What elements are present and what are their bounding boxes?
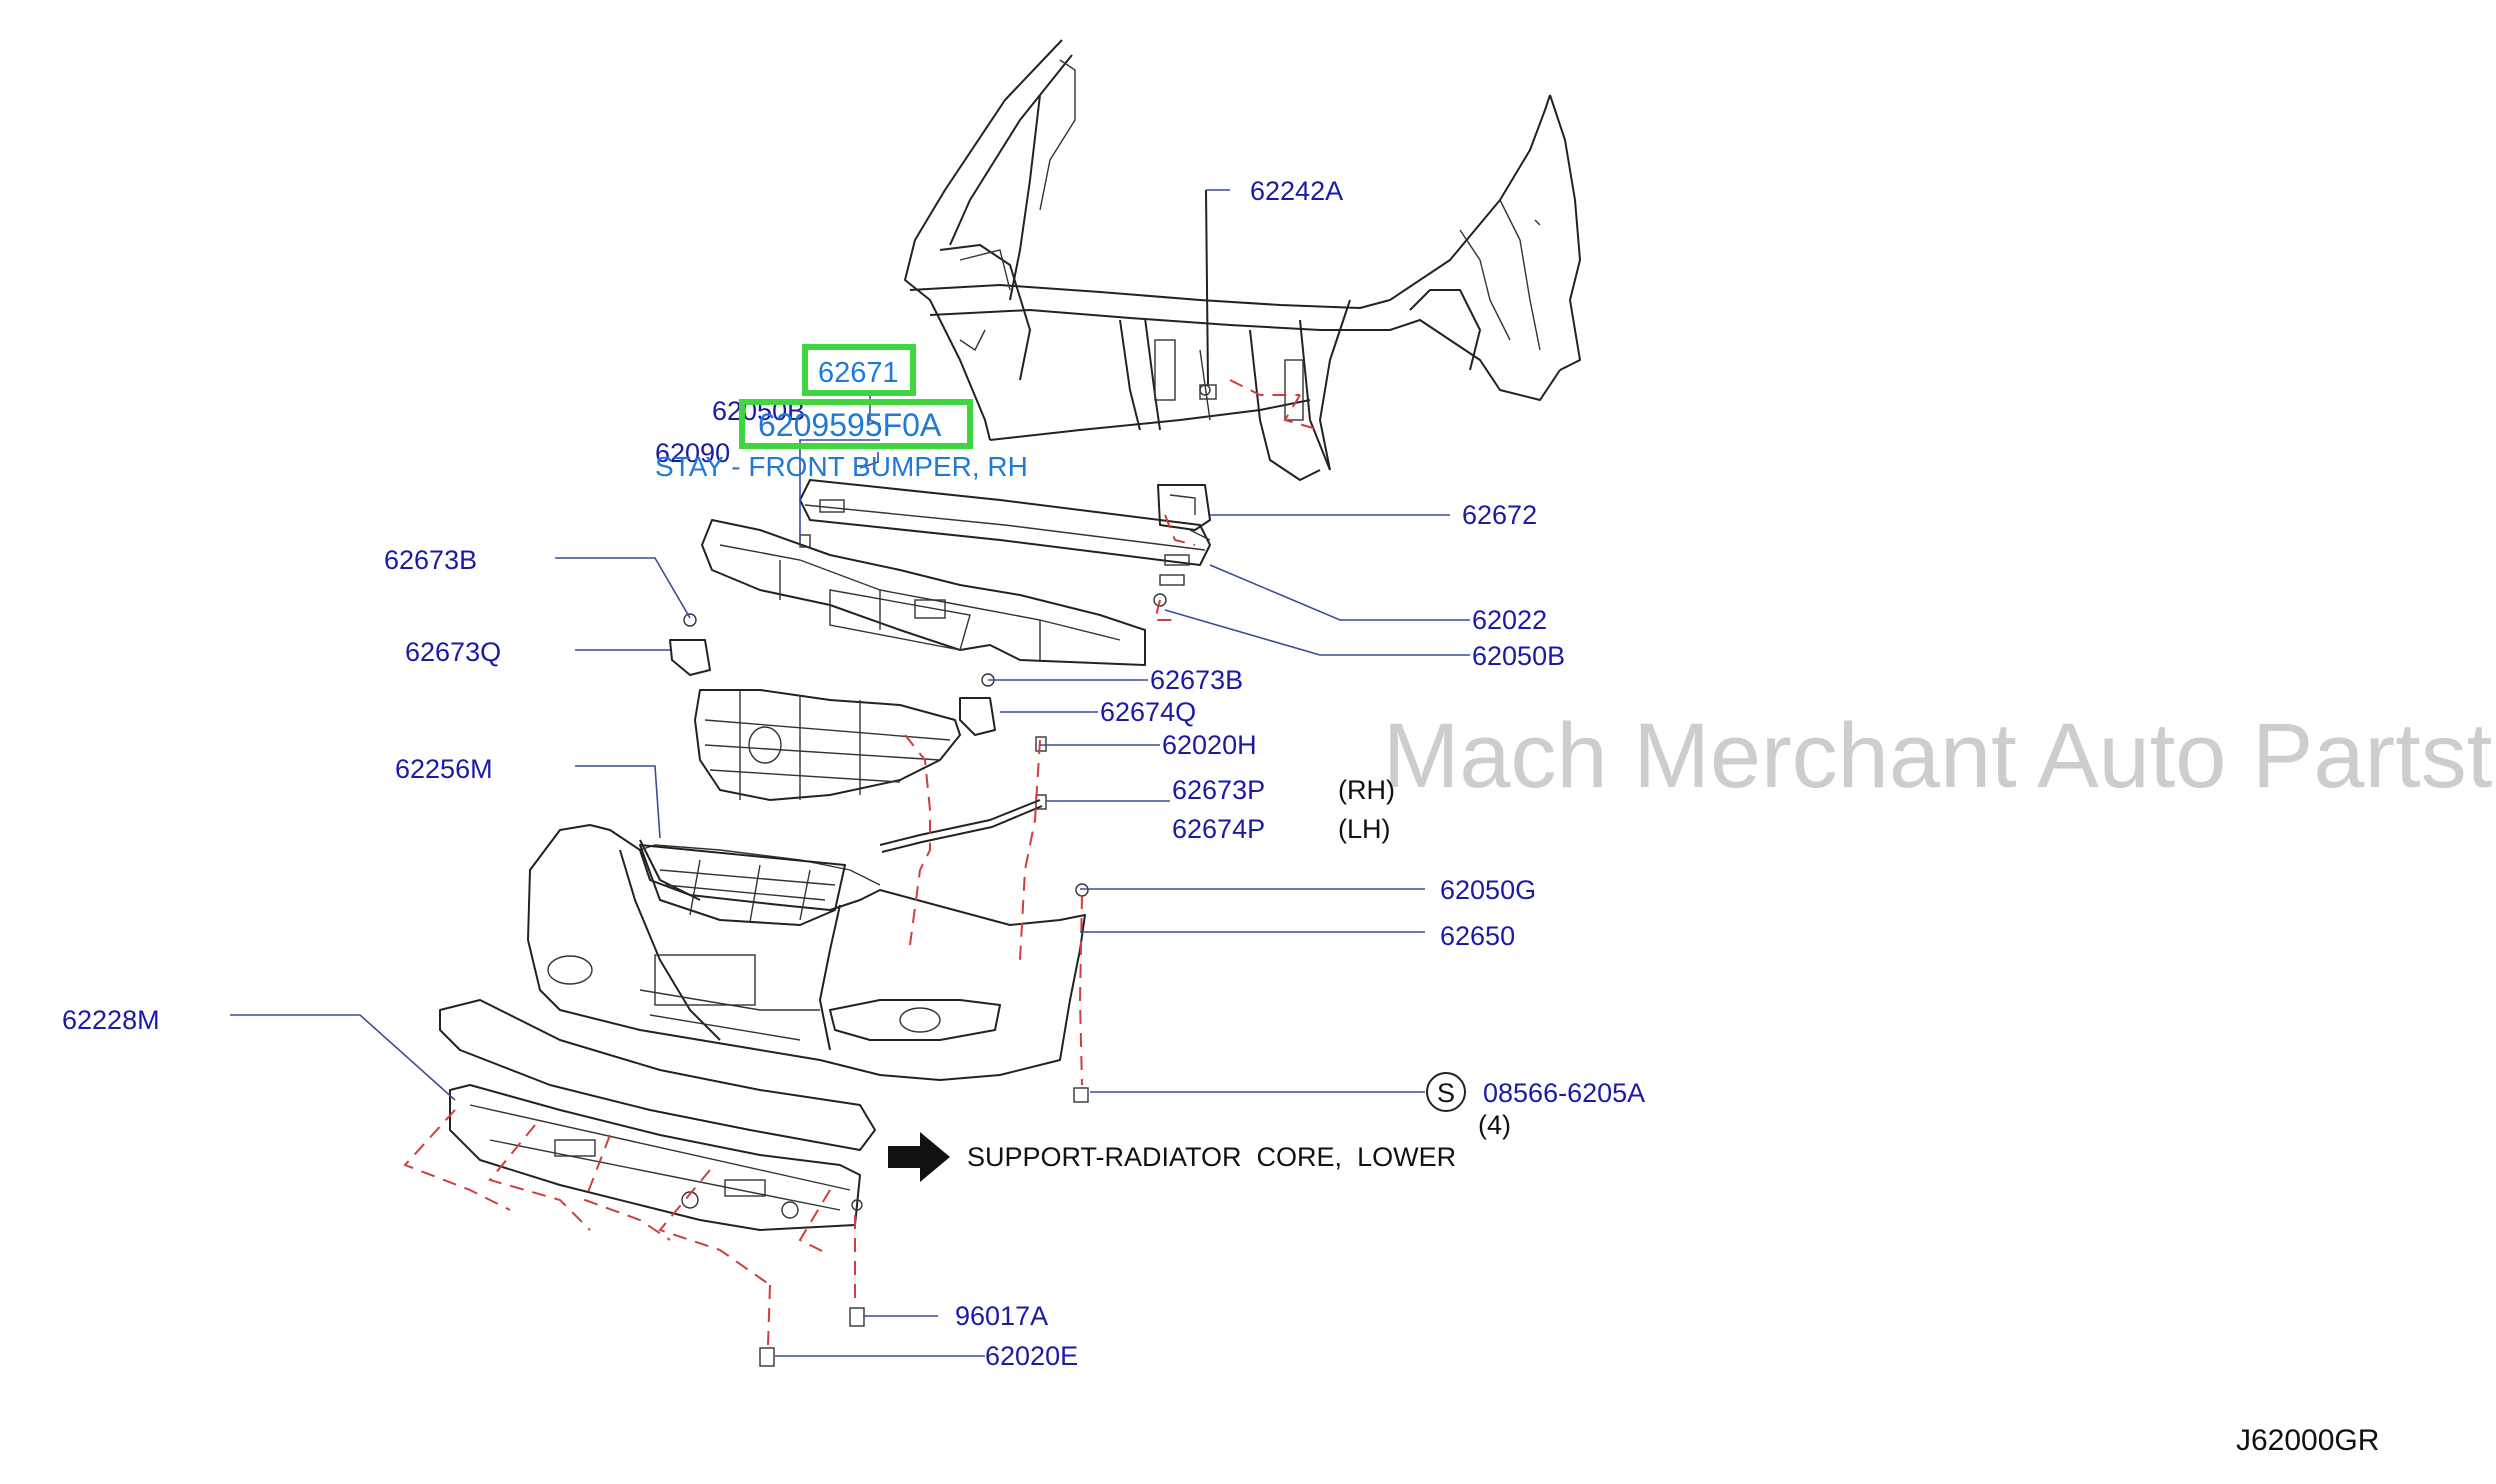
leader-lines bbox=[230, 189, 1470, 1357]
bumper-reinforcement-drawing bbox=[799, 479, 1211, 586]
arrow-right-icon bbox=[888, 1132, 950, 1182]
label-62228m: 62228M bbox=[62, 1005, 160, 1035]
label-62674p: 62674P bbox=[1172, 814, 1265, 844]
label-qty: (4) bbox=[1478, 1110, 1511, 1140]
label-lh: (LH) bbox=[1338, 814, 1391, 844]
lower-support-drawing bbox=[439, 999, 876, 1231]
label-62673b-mid: 62673B bbox=[1150, 665, 1243, 695]
label-rh: (RH) bbox=[1338, 775, 1395, 805]
bumper-stay-rails-drawing bbox=[879, 736, 1047, 853]
label-62050b-right: 62050B bbox=[1472, 641, 1565, 671]
label-62022: 62022 bbox=[1472, 605, 1547, 635]
label-62256m: 62256M bbox=[395, 754, 493, 784]
front-bumper-fascia-drawing bbox=[527, 824, 1086, 1081]
label-62673p: 62673P bbox=[1172, 775, 1265, 805]
side-brackets-drawing bbox=[669, 613, 996, 736]
support-note: SUPPORT-RADIATOR CORE, LOWER bbox=[967, 1142, 1456, 1172]
bracket-62672-drawing bbox=[1157, 484, 1211, 531]
energy-absorber-drawing bbox=[701, 519, 1146, 666]
label-62020h: 62020H bbox=[1162, 730, 1257, 760]
watermark-text: Mach Merchant Auto Partstore bbox=[1383, 705, 2496, 807]
label-62650: 62650 bbox=[1440, 921, 1515, 951]
highlight-box-oem bbox=[739, 399, 973, 449]
label-62020e: 62020E bbox=[985, 1341, 1078, 1371]
label-62674q: 62674Q bbox=[1100, 697, 1196, 727]
label-62672: 62672 bbox=[1462, 500, 1537, 530]
bolt-62242a-drawing bbox=[1199, 189, 1217, 400]
highlight-box-part bbox=[802, 344, 916, 396]
highlight-description: STAY - FRONT BUMPER, RH bbox=[655, 451, 1028, 482]
highlight-part-number: 62671 bbox=[818, 357, 899, 389]
label-08566-6205a: 08566-6205A bbox=[1483, 1078, 1645, 1108]
assembly-dashed-lines bbox=[403, 379, 1321, 1346]
s-symbol-letter: S bbox=[1437, 1078, 1455, 1108]
label-62090: 62090 bbox=[655, 438, 730, 468]
fastener-drawings bbox=[759, 534, 1167, 1367]
label-96017a: 96017A bbox=[955, 1301, 1048, 1331]
grille-drawing bbox=[694, 689, 961, 801]
highlight-oem-number: 6209595F0A bbox=[758, 407, 942, 443]
highlight-callout[interactable]: 62671 6209595F0A STAY - FRONT BUMPER, RH bbox=[655, 344, 1028, 482]
label-62673b-left: 62673B bbox=[384, 545, 477, 575]
label-62050g: 62050G bbox=[1440, 875, 1536, 905]
figure-code: J62000GR bbox=[2236, 1424, 2379, 1457]
label-62242a: 62242A bbox=[1250, 176, 1343, 206]
s-symbol: S bbox=[1426, 1072, 1466, 1112]
label-62673q: 62673Q bbox=[405, 637, 501, 667]
radiator-core-support-drawing bbox=[904, 39, 1581, 481]
